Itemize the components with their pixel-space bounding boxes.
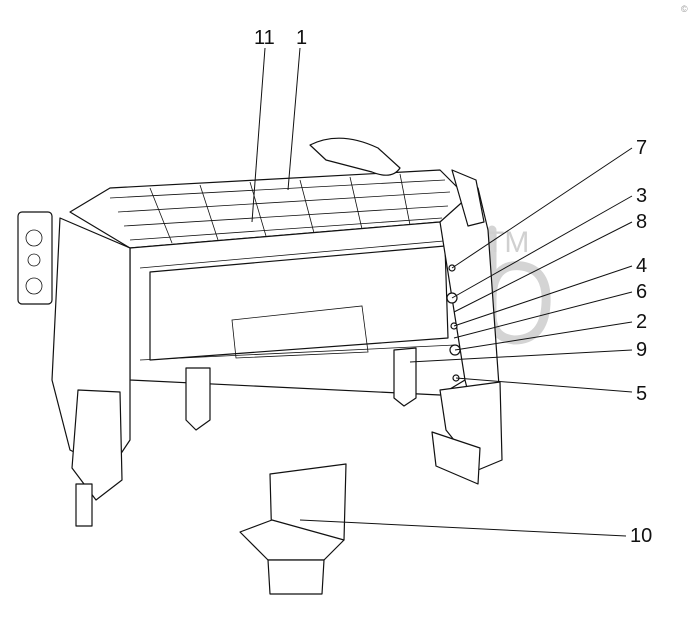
callout-11: 11 (254, 27, 275, 49)
copyright-mark: © (681, 4, 688, 14)
right-step (431, 431, 481, 485)
callout-1: 1 (296, 27, 307, 49)
callout-7: 7 (636, 137, 647, 159)
watermark-tm: TM (486, 226, 529, 259)
roof-hatch (309, 137, 401, 176)
callout-8: 8 (636, 211, 647, 233)
callout-labels: 11 1 7 3 8 4 6 2 9 5 10 (254, 27, 652, 547)
callout-4: 4 (636, 255, 647, 277)
rear-window (149, 245, 449, 361)
right-mirror (451, 169, 485, 227)
callout-3: 3 (636, 185, 647, 207)
right-mount (393, 347, 417, 407)
left-foot (75, 483, 93, 527)
left-mirror (17, 211, 53, 305)
callout-6: 6 (636, 281, 647, 303)
leader-lines (251, 47, 633, 537)
callout-2: 2 (636, 311, 647, 333)
seat (239, 463, 347, 595)
callout-9: 9 (636, 339, 647, 361)
callout-5: 5 (636, 383, 647, 405)
seat-base (267, 559, 325, 595)
right-leg (439, 381, 503, 471)
cab-assembly (17, 137, 503, 527)
left-leg (71, 389, 123, 501)
left-mount (185, 367, 211, 431)
callout-10: 10 (630, 525, 652, 547)
seat-cushion (239, 519, 345, 561)
roof-grid (109, 173, 451, 244)
